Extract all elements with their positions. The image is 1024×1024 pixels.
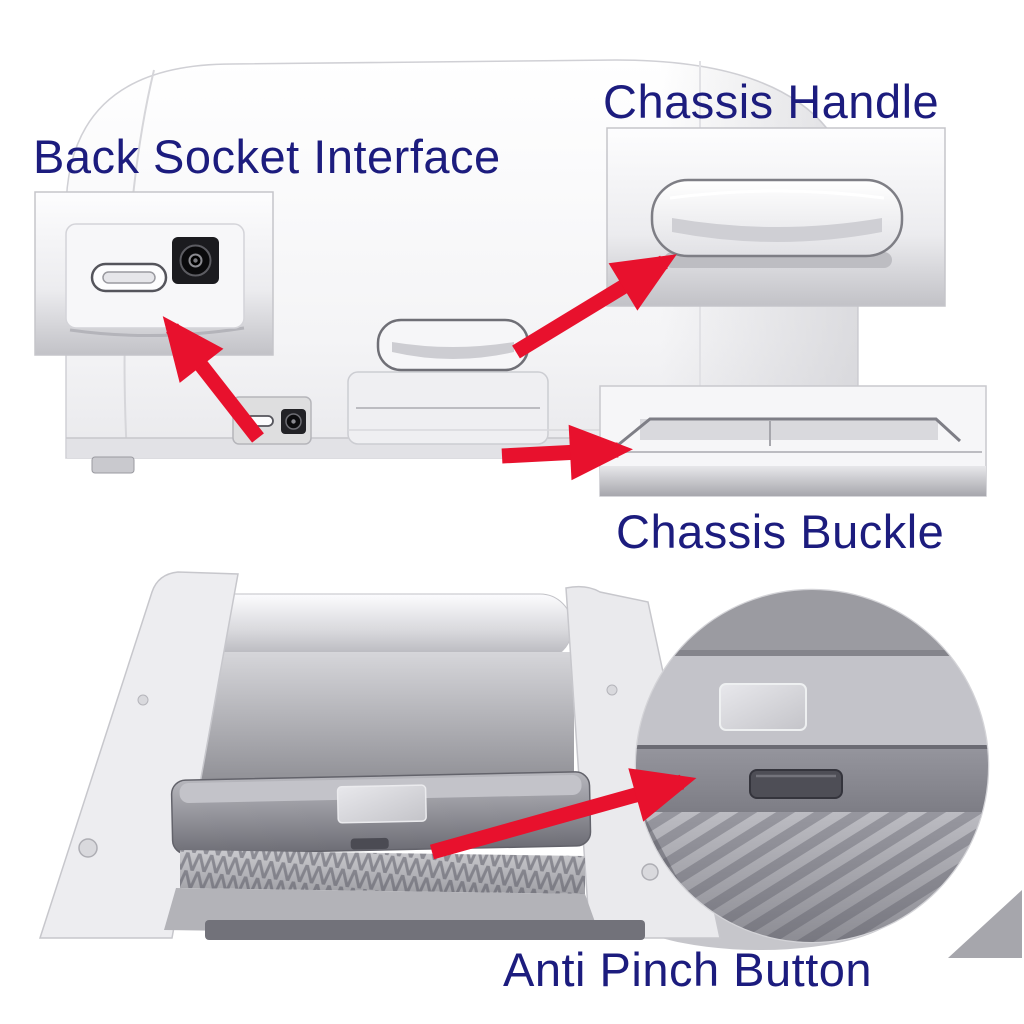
device-foot — [91, 456, 135, 474]
anti-pinch-inset — [634, 588, 990, 944]
anti-pinch-button-zoom — [749, 769, 843, 799]
background-edge — [948, 890, 1022, 958]
screw-hole — [137, 694, 149, 706]
screw-hole — [78, 838, 98, 858]
arrow-back-socket — [162, 316, 264, 443]
screw-hole — [606, 684, 618, 696]
label-chassis-buckle: Chassis Buckle — [616, 505, 945, 558]
anti-pinch-bar — [170, 771, 592, 855]
reflective-sticker-zoom — [719, 683, 807, 731]
screw-hole — [641, 863, 659, 881]
anti-pinch-button — [350, 837, 389, 850]
label-chassis-handle: Chassis Handle — [603, 75, 940, 128]
chassis-buckle-inset — [599, 385, 987, 497]
arrow-chassis-handle — [512, 254, 677, 359]
label-back-socket-interface: Back Socket Interface — [33, 130, 501, 183]
back-socket-inset — [34, 191, 274, 356]
label-anti-pinch-button: Anti Pinch Button — [503, 943, 873, 996]
arrow-anti-pinch — [429, 768, 697, 860]
inner-cavity — [166, 652, 574, 784]
chassis-handle-inset — [606, 127, 946, 307]
buckle-groove-zoom — [640, 419, 938, 440]
reflective-sticker — [336, 784, 427, 824]
annotation-arrows — [162, 254, 697, 860]
device-chassis-handle — [376, 318, 530, 372]
front-edge-band — [205, 920, 645, 940]
device-buckle-area — [347, 371, 700, 445]
arrow-chassis-buckle — [501, 424, 633, 481]
